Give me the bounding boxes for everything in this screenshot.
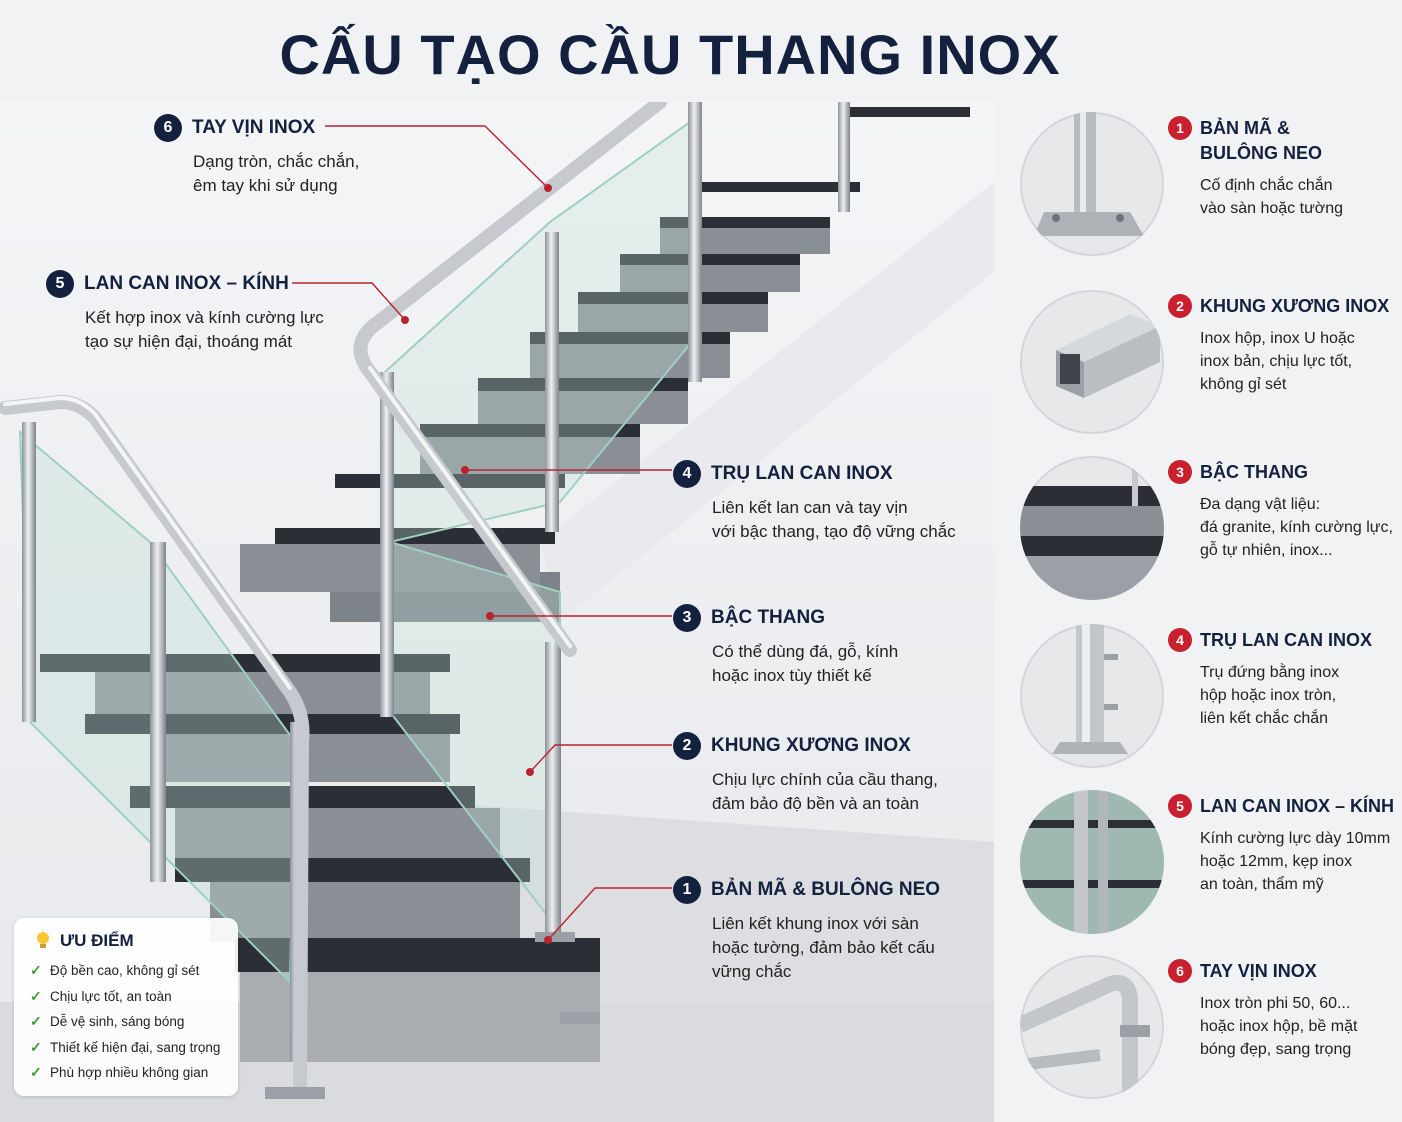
callout-khung-xuong: 2 KHUNG XƯƠNG INOX Chịu lực chính của cầu… <box>673 732 938 816</box>
callout-description: Liên kết khung inox với sàn hoặc tường, … <box>712 914 935 981</box>
page-title: CẤU TẠO CẦU THANG INOX <box>279 23 1061 86</box>
advantages-title: ƯU ĐIỂM <box>60 931 134 950</box>
component-title: BẬC THANG <box>1200 462 1308 482</box>
callout-description: Có thể dùng đá, gỗ, kính hoặc inox tùy t… <box>712 642 899 685</box>
component-description: Inox hộp, inox U hoặc inox bản, chịu lực… <box>1200 330 1355 393</box>
component-tay-vin: 6 TAY VỊN INOX Inox tròn phi 50, 60... ho… <box>1018 955 1398 1105</box>
component-description: Đa dạng vật liệu: đá granite, kính cường… <box>1200 496 1393 559</box>
component-number: 2 <box>1168 294 1192 318</box>
component-tru-lan-can: 4 TRỤ LAN CAN INOX Trụ đứng bằng inox hộp… <box>1018 624 1398 774</box>
list-item: ✓ Thiết kế hiện đại, sang trọng <box>30 1035 238 1061</box>
upper-flight-steps <box>330 107 970 622</box>
callout-tru-lan-can: 4 TRỤ LAN CAN INOX Liên kết lan can và ta… <box>673 460 956 544</box>
box-tube-icon <box>1020 290 1164 434</box>
component-number: 4 <box>1168 628 1192 652</box>
component-description: Inox tròn phi 50, 60... hoặc inox hộp, b… <box>1200 995 1358 1058</box>
callout-title: KHUNG XƯƠNG INOX <box>711 735 911 756</box>
advantages-box: ƯU ĐIỂM ✓ Độ bền cao, không gỉ sét ✓ Chịu … <box>14 918 238 1096</box>
callout-number: 6 <box>154 114 182 142</box>
glass-railing-icon <box>1020 790 1164 934</box>
stair-step-icon <box>1020 456 1164 600</box>
component-number: 6 <box>1168 959 1192 983</box>
callout-title: LAN CAN INOX – KÍNH <box>84 273 289 294</box>
check-icon: ✓ <box>30 1038 42 1055</box>
callout-description: Liên kết lan can và tay vịn với bậc than… <box>712 498 956 541</box>
callout-bac-thang: 3 BẬC THANG Có thể dùng đá, gỗ, kính hoặc… <box>673 604 898 688</box>
callout-description: Dạng tròn, chắc chắn, êm tay khi sử dụng <box>193 152 360 195</box>
callout-description: Chịu lực chính của cầu thang, đảm bảo độ… <box>712 770 938 813</box>
list-item: ✓ Chịu lực tốt, an toàn <box>30 984 238 1010</box>
callout-number: 1 <box>673 876 701 904</box>
callout-number: 3 <box>673 604 701 632</box>
check-icon: ✓ <box>30 1064 42 1081</box>
component-title: LAN CAN INOX – KÍNH <box>1200 796 1395 816</box>
component-ban-ma: 1 BẢN MÃ & BULÔNG NEO Cố định chắc chắn v… <box>1018 112 1398 262</box>
leader-lines <box>292 125 672 941</box>
component-title: KHUNG XƯƠNG INOX <box>1200 296 1390 316</box>
component-title: TAY VỊN INOX <box>1200 961 1317 981</box>
advantage-text: Phù hợp nhiều không gian <box>50 1065 209 1081</box>
callout-title: BẢN MÃ & BULÔNG NEO <box>711 879 941 900</box>
component-number: 3 <box>1168 460 1192 484</box>
callout-lan-can: 5 LAN CAN INOX – KÍNH Kết hợp inox và kín… <box>46 270 324 354</box>
callout-number: 4 <box>673 460 701 488</box>
handrail-icon <box>1020 955 1164 1099</box>
component-title: BẢN MÃ & BULÔNG NEO <box>1200 118 1323 163</box>
list-item: ✓ Phù hợp nhiều không gian <box>30 1060 238 1086</box>
component-description: Trụ đứng bằng inox hộp hoặc inox tròn, l… <box>1200 664 1340 727</box>
base-plate-icon <box>1020 112 1164 256</box>
advantage-text: Thiết kế hiện đại, sang trọng <box>50 1039 221 1055</box>
advantage-text: Chịu lực tốt, an toàn <box>50 988 172 1004</box>
callout-tay-vin: 6 TAY VỊN INOX Dạng tròn, chắc chắn, êm t… <box>154 114 359 198</box>
component-bac-thang: 3 BẬC THANG Đa dạng vật liệu: đá granite,… <box>1018 456 1398 606</box>
list-item: ✓ Độ bền cao, không gỉ sét <box>30 958 238 984</box>
component-description: Kính cường lực dày 10mm hoặc 12mm, kẹp i… <box>1200 830 1391 893</box>
railing-post-icon <box>1020 624 1164 768</box>
component-number: 5 <box>1168 794 1192 818</box>
list-item: ✓ Dễ vệ sinh, sáng bóng <box>30 1009 238 1035</box>
callout-number: 2 <box>673 732 701 760</box>
callout-description: Kết hợp inox và kính cường lực tạo sự hi… <box>85 308 324 351</box>
component-title: TRỤ LAN CAN INOX <box>1200 630 1372 650</box>
component-lan-can-kinh: 5 LAN CAN INOX – KÍNH Kính cường lực dày … <box>1018 790 1398 940</box>
advantage-text: Dễ vệ sinh, sáng bóng <box>50 1014 185 1030</box>
handrails <box>0 102 667 1099</box>
callout-title: BẬC THANG <box>711 607 825 628</box>
advantage-text: Độ bền cao, không gỉ sét <box>50 963 200 979</box>
component-number: 1 <box>1168 116 1192 140</box>
callout-title: TRỤ LAN CAN INOX <box>711 463 893 484</box>
component-description: Cố định chắc chắn vào sàn hoặc tường <box>1200 177 1344 217</box>
check-icon: ✓ <box>30 962 42 979</box>
component-khung-xuong: 2 KHUNG XƯƠNG INOX Inox hộp, inox U hoặc … <box>1018 290 1398 440</box>
check-icon: ✓ <box>30 987 42 1004</box>
check-icon: ✓ <box>30 1013 42 1030</box>
lightbulb-icon <box>37 930 49 948</box>
callout-title: TAY VỊN INOX <box>192 117 316 138</box>
callout-number: 5 <box>46 270 74 298</box>
callout-ban-ma: 1 BẢN MÃ & BULÔNG NEO Liên kết khung inox… <box>673 876 940 984</box>
